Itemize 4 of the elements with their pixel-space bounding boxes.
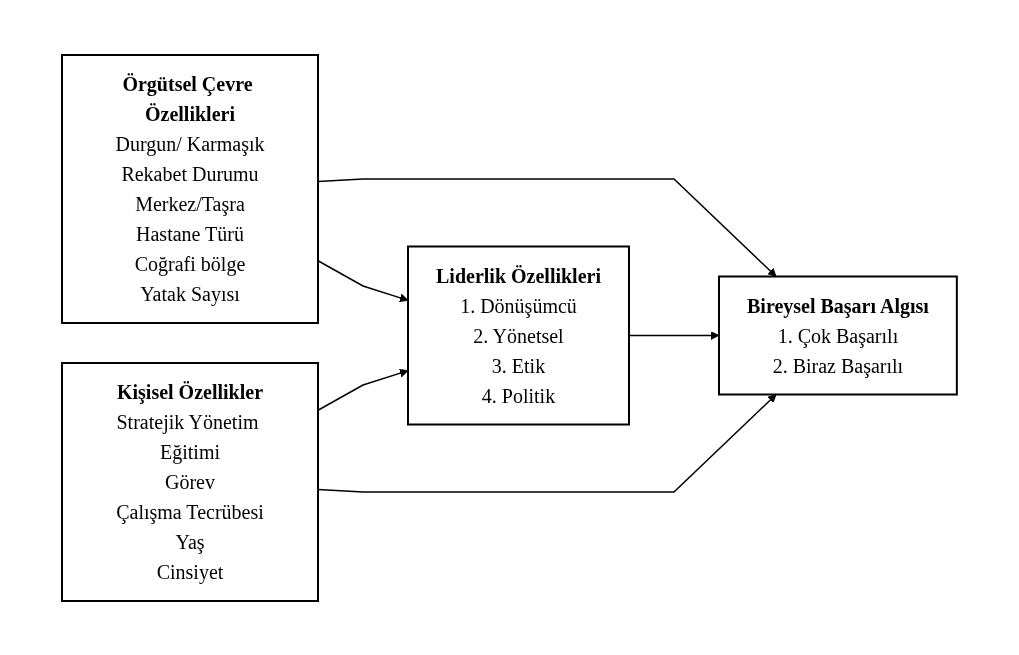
node-box: Örgütsel Çevre Özellikleri Durgun/ Karmaşık Rekabet Durumu Merkez/Taşra Hastane Türü Coğrafi bölge Yatak Sayısı [61,53,320,324]
node-box: Liderlik Özellikleri 1. Dönüşümcü 2. Yönetsel 3. Etik 4. Politik [407,245,631,425]
node-box: Bireysel Başarı Algısı 1. Çok Başarılı 2. Biraz Başarılı [718,275,958,395]
node-box: Kişisel Özellikler Stratejik Yönetim Eğitimi Görev Çalışma Tecrübesi Yaş Cinsiyet [61,361,320,602]
